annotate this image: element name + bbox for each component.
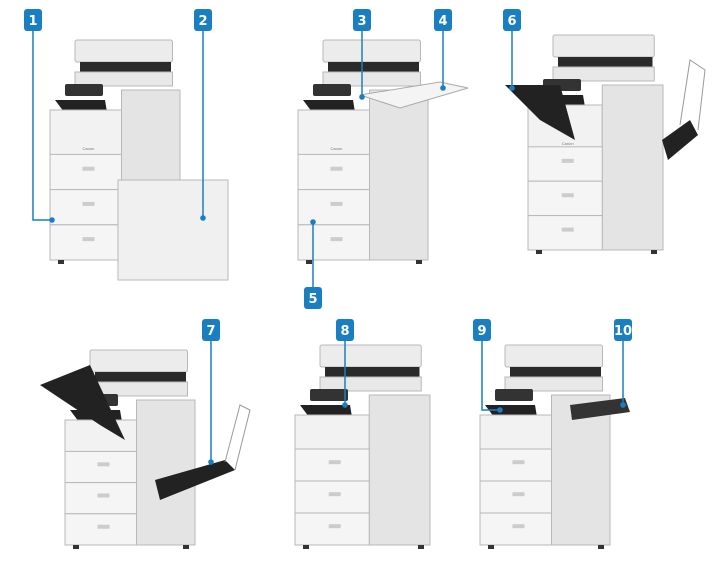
paper-drawer: [479, 512, 552, 546]
callout-badge-4: 4: [434, 9, 452, 31]
side-tray: [505, 85, 575, 140]
callout-number: 3: [357, 14, 366, 29]
callout-number: 2: [198, 14, 207, 29]
callout-badge-2: 2: [194, 9, 212, 31]
callout-badge-8: 8: [336, 319, 354, 341]
leader-dot: [509, 85, 515, 91]
callout-number: 5: [308, 292, 317, 307]
paper-drawer: [294, 448, 370, 482]
callout-number: 8: [340, 324, 349, 339]
leader-dot: [440, 85, 446, 91]
inner-tray: [40, 365, 125, 440]
paper-drawer: [49, 189, 122, 226]
control-panel: [495, 389, 533, 401]
paper-drawer: [527, 146, 603, 182]
callout-badge-3: 3: [353, 9, 371, 31]
copy-tray: [570, 398, 630, 420]
printer-with-inner-finisher: Canon: [294, 344, 431, 549]
paper-drawer: [527, 180, 603, 217]
callout-number: 4: [438, 14, 447, 29]
paper-drawer: [297, 189, 370, 226]
leader-dot: [208, 459, 214, 465]
paper-drawer: [294, 480, 370, 514]
brand-label: Canon: [331, 146, 343, 151]
paper-drawer: [294, 512, 370, 546]
callout-number: 6: [507, 14, 516, 29]
leader-dot: [620, 402, 626, 408]
callout-badge-6: 6: [503, 9, 521, 31]
paper-drawer: [64, 513, 137, 546]
paper-drawer: [297, 224, 370, 261]
leader-dot: [310, 219, 316, 225]
callout-number: 9: [477, 324, 486, 339]
callout-badge-9: 9: [473, 319, 491, 341]
callout-badge-1: 1: [24, 9, 42, 31]
paper-deck: [117, 179, 229, 281]
paper-drawer: [64, 482, 137, 515]
control-panel: [313, 84, 351, 96]
leader-dot: [200, 215, 206, 221]
control-panel: [310, 389, 348, 401]
paper-drawer: [527, 215, 603, 251]
leader-dot: [359, 94, 365, 100]
printer-with-utility-tray: Canon: [297, 39, 429, 264]
leader-dot: [342, 402, 348, 408]
multi-purpose-tray: [155, 460, 235, 500]
callout-number: 1: [28, 14, 37, 29]
leader-line: [481, 330, 500, 411]
leader-dot: [49, 217, 55, 223]
paper-drawer: [64, 450, 137, 484]
printer-with-copy-tray: Canon: [479, 344, 611, 549]
brand-label: Canon: [562, 141, 574, 146]
brand-label: Canon: [83, 146, 95, 151]
callout-badge-10: 10: [614, 319, 632, 341]
paper-drawer: [479, 480, 552, 514]
leader-line: [32, 20, 52, 221]
paper-drawer: [49, 153, 122, 191]
paper-drawer: [297, 153, 370, 191]
paper-drawer: [49, 224, 122, 261]
callout-badge-5: 5: [304, 287, 322, 309]
callout-badge-7: 7: [202, 319, 220, 341]
callout-number: 10: [614, 324, 632, 339]
control-panel: [65, 84, 103, 96]
callout-number: 7: [206, 324, 215, 339]
paper-drawer: [479, 448, 552, 482]
printer-with-bypass: Canon: [64, 349, 196, 549]
printer-with-finisher: Canon: [527, 34, 664, 254]
leader-dot: [497, 407, 503, 413]
